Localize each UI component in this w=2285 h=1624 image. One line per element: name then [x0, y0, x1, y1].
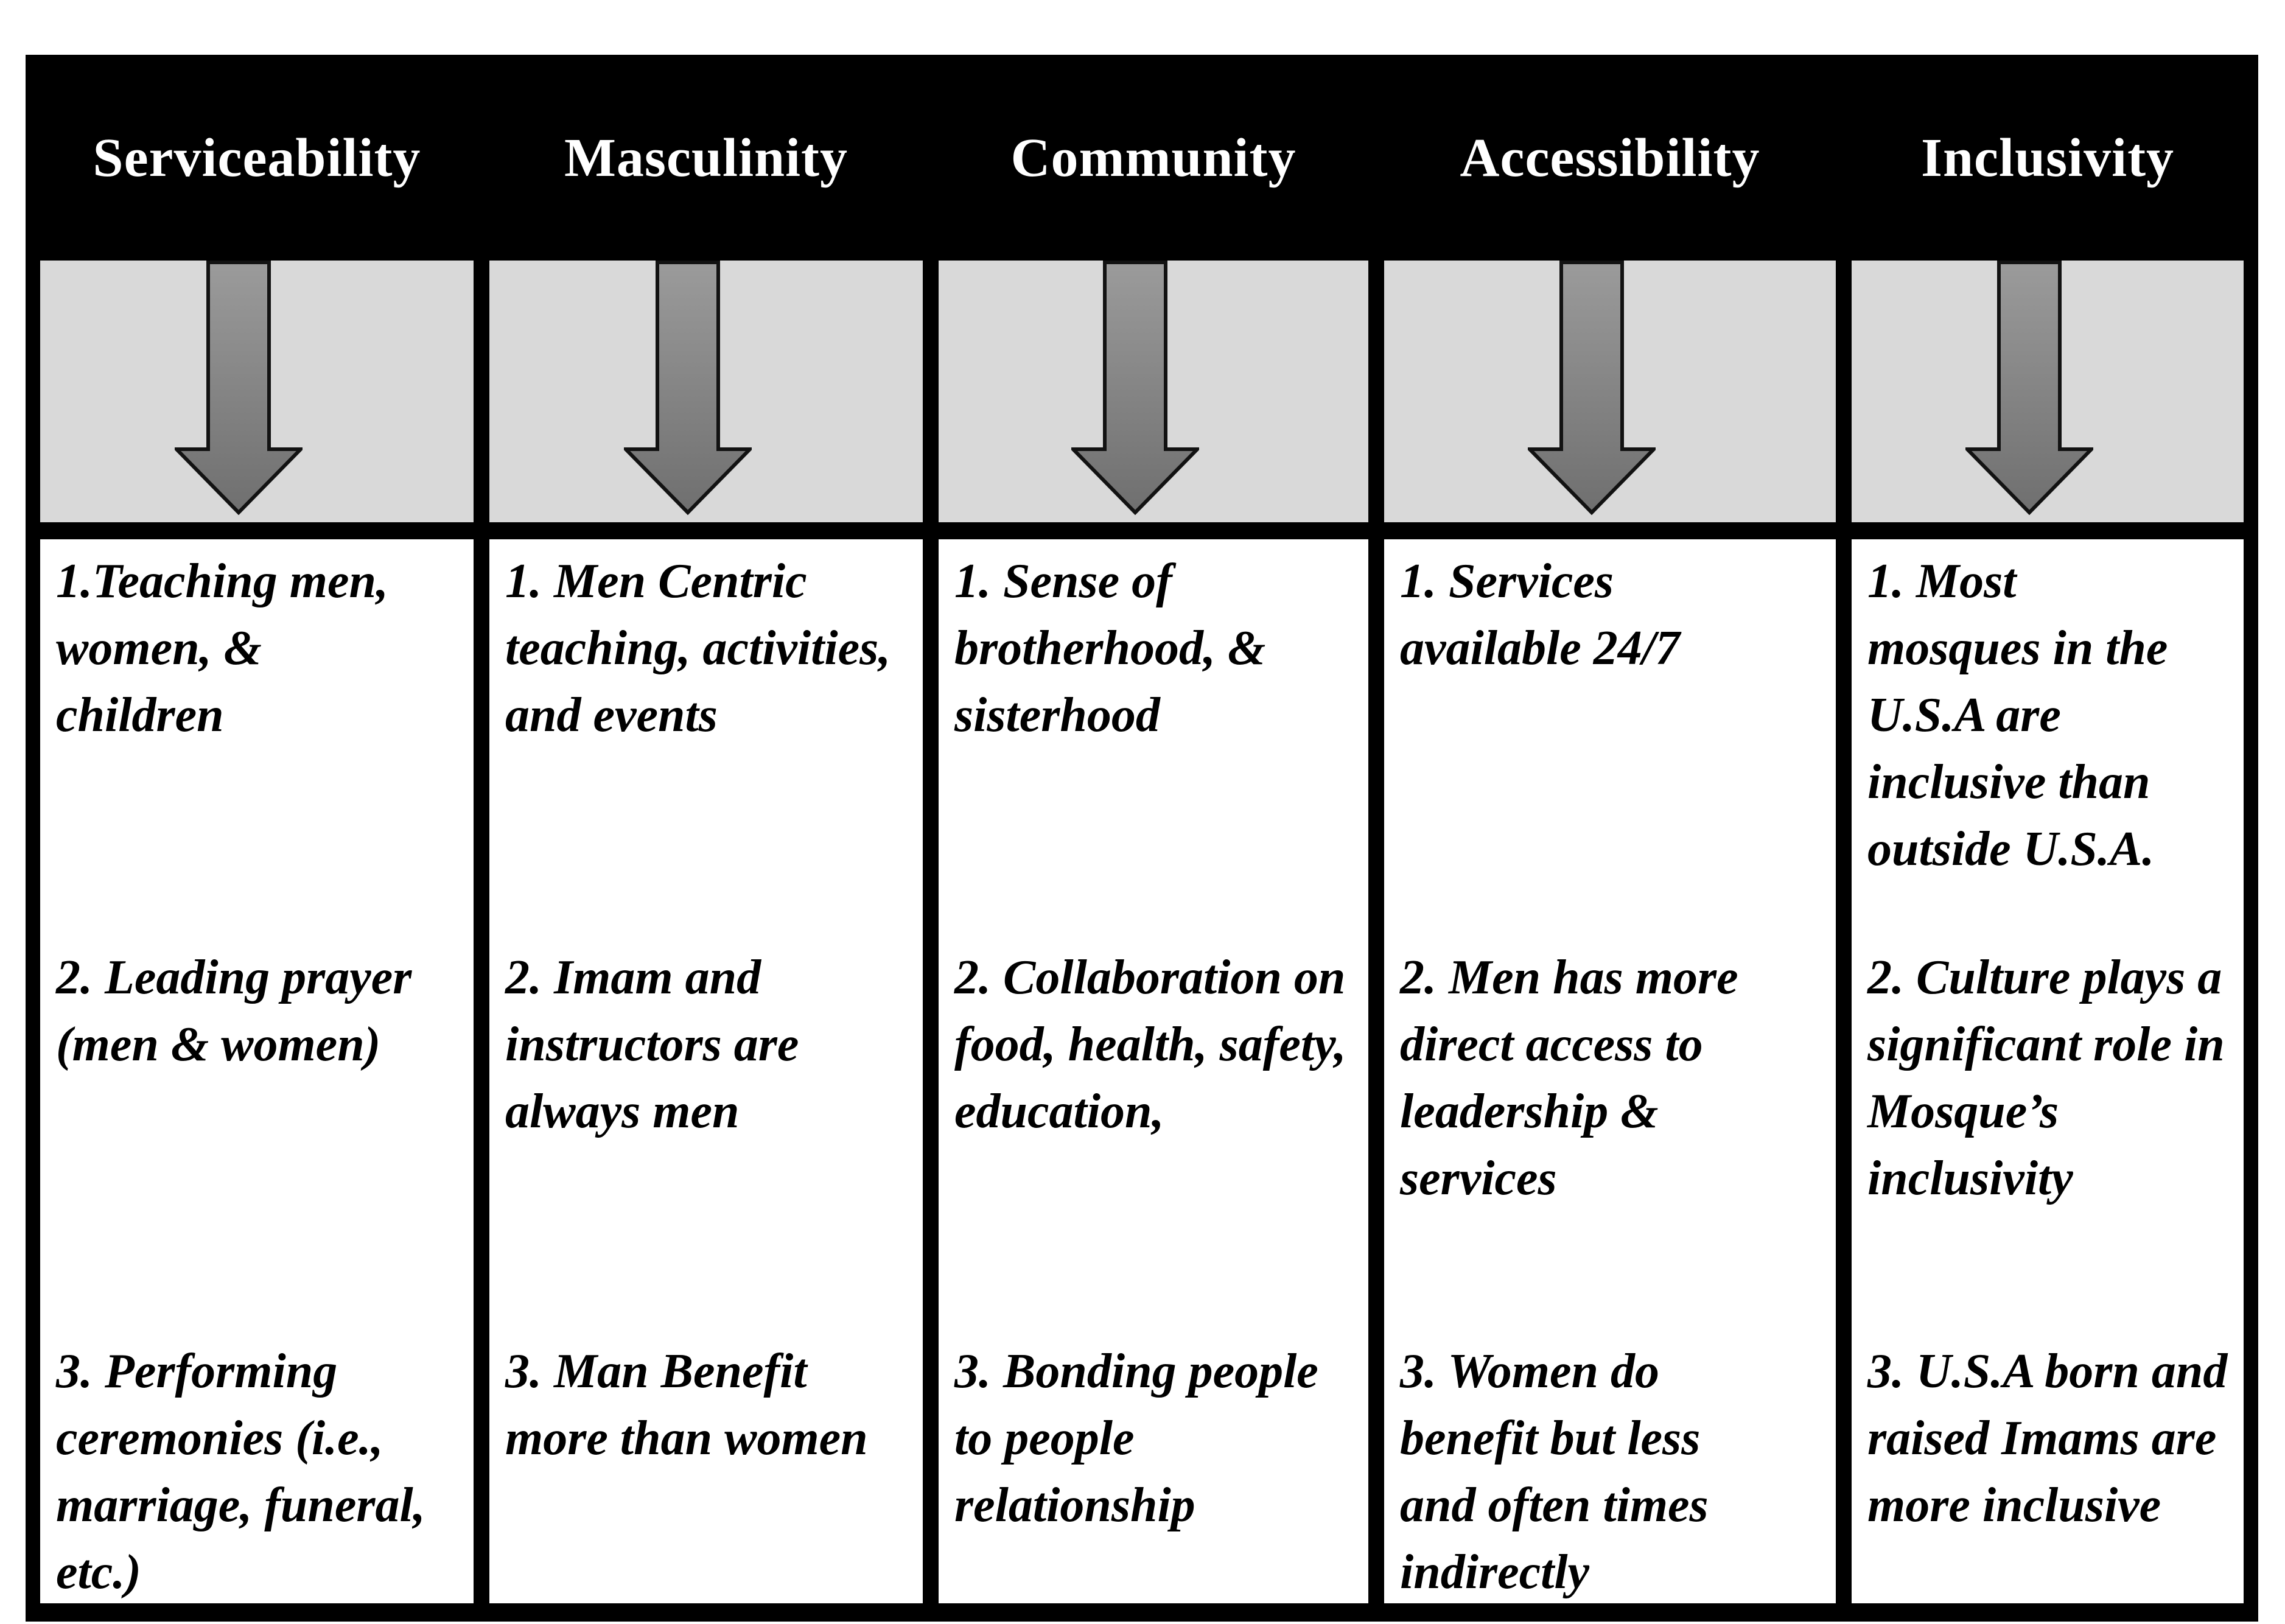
list-item: 1. Most mosques in the U.S.A are inclusi…	[1867, 555, 2168, 876]
horizontal-divider	[40, 522, 2244, 539]
down-arrow-icon	[1528, 261, 1656, 515]
body-cell-inclusivity: 1. Most mosques in the U.S.A are inclusi…	[1852, 539, 2244, 1603]
down-arrow-icon	[175, 261, 303, 515]
header-row: Serviceability Masculinity Community Acc…	[40, 55, 2244, 261]
arrow-cell-accessibility	[1384, 261, 1836, 522]
list-item: 1.Teaching men, women, & children	[56, 555, 388, 742]
list-item: 3. Women do benefit but less and often t…	[1400, 1345, 1709, 1599]
theme-table: Serviceability Masculinity Community Acc…	[26, 55, 2258, 1622]
column-header-serviceability: Serviceability	[40, 55, 474, 261]
list-item: 2. Imam and instructors are always men	[505, 951, 799, 1138]
down-arrow-icon	[1071, 261, 1199, 515]
arrow-cell-inclusivity	[1852, 261, 2244, 522]
list-item: 3. Performing ceremonies (i.e., marriage…	[56, 1345, 425, 1599]
list-item: 3. Bonding people to people relationship	[954, 1345, 1318, 1532]
list-item: 1. Sense of brotherhood, & sisterhood	[954, 555, 1266, 742]
column-header-label: Accessibility	[1460, 127, 1760, 188]
column-header-label: Community	[1010, 127, 1296, 188]
arrow-row	[40, 261, 2244, 522]
body-cell-accessibility: 1. Services available 24/7 2. Men has mo…	[1384, 539, 1836, 1603]
list-item: 2. Men has more direct access to leaders…	[1400, 951, 1738, 1205]
column-header-label: Inclusivity	[1920, 127, 2175, 188]
list-item: 2. Culture plays a significant role in M…	[1867, 951, 2225, 1205]
arrow-cell-community	[939, 261, 1368, 522]
body-cell-serviceability: 1.Teaching men, women, & children 2. Lea…	[40, 539, 474, 1603]
list-item: 3. Man Benefit more than women	[505, 1345, 868, 1465]
list-item: 3. U.S.A born and raised Imams are more …	[1867, 1345, 2228, 1532]
list-item: 2. Leading prayer (men & women)	[56, 951, 412, 1071]
column-header-community: Community	[939, 55, 1368, 261]
body-cell-masculinity: 1. Men Centric teaching, activities, and…	[489, 539, 923, 1603]
column-header-label: Serviceability	[93, 127, 421, 188]
body-cell-community: 1. Sense of brotherhood, & sisterhood 2.…	[939, 539, 1368, 1603]
list-item: 2. Collaboration on food, health, safety…	[954, 951, 1346, 1138]
arrow-cell-serviceability	[40, 261, 474, 522]
list-item: 1. Services available 24/7	[1400, 555, 1680, 675]
body-row: 1.Teaching men, women, & children 2. Lea…	[40, 539, 2244, 1603]
down-arrow-icon	[1965, 261, 2093, 515]
column-header-masculinity: Masculinity	[489, 55, 923, 261]
arrow-cell-masculinity	[489, 261, 923, 522]
list-item: 1. Men Centric teaching, activities, and…	[505, 555, 891, 742]
down-arrow-icon	[624, 261, 752, 515]
column-header-label: Masculinity	[564, 127, 848, 188]
column-header-accessibility: Accessibility	[1384, 55, 1836, 261]
column-header-inclusivity: Inclusivity	[1852, 55, 2244, 261]
